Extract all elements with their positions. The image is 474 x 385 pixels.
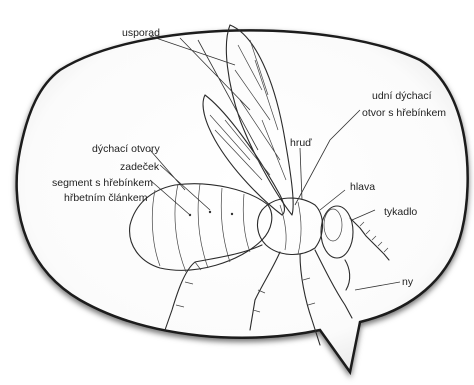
label-dychaci-otvor-2: otvor s hřebínkem (362, 107, 446, 119)
label-zadecek: zadeček (120, 161, 160, 173)
label-usporadani: usporad (122, 27, 160, 39)
label-segment-2: hřbetním článkem (64, 192, 148, 204)
label-hrud: hruď (290, 137, 312, 149)
label-segment-1: segment s hřebínkem (52, 177, 153, 189)
label-dychaci-otvory: dýchací otvory (92, 143, 160, 155)
label-dychaci-otvor: udní dýchací (372, 90, 432, 102)
label-tykadlo: tykadlo (384, 206, 417, 218)
label-nohy: ny (402, 276, 414, 288)
label-hlava: hlava (350, 181, 375, 193)
